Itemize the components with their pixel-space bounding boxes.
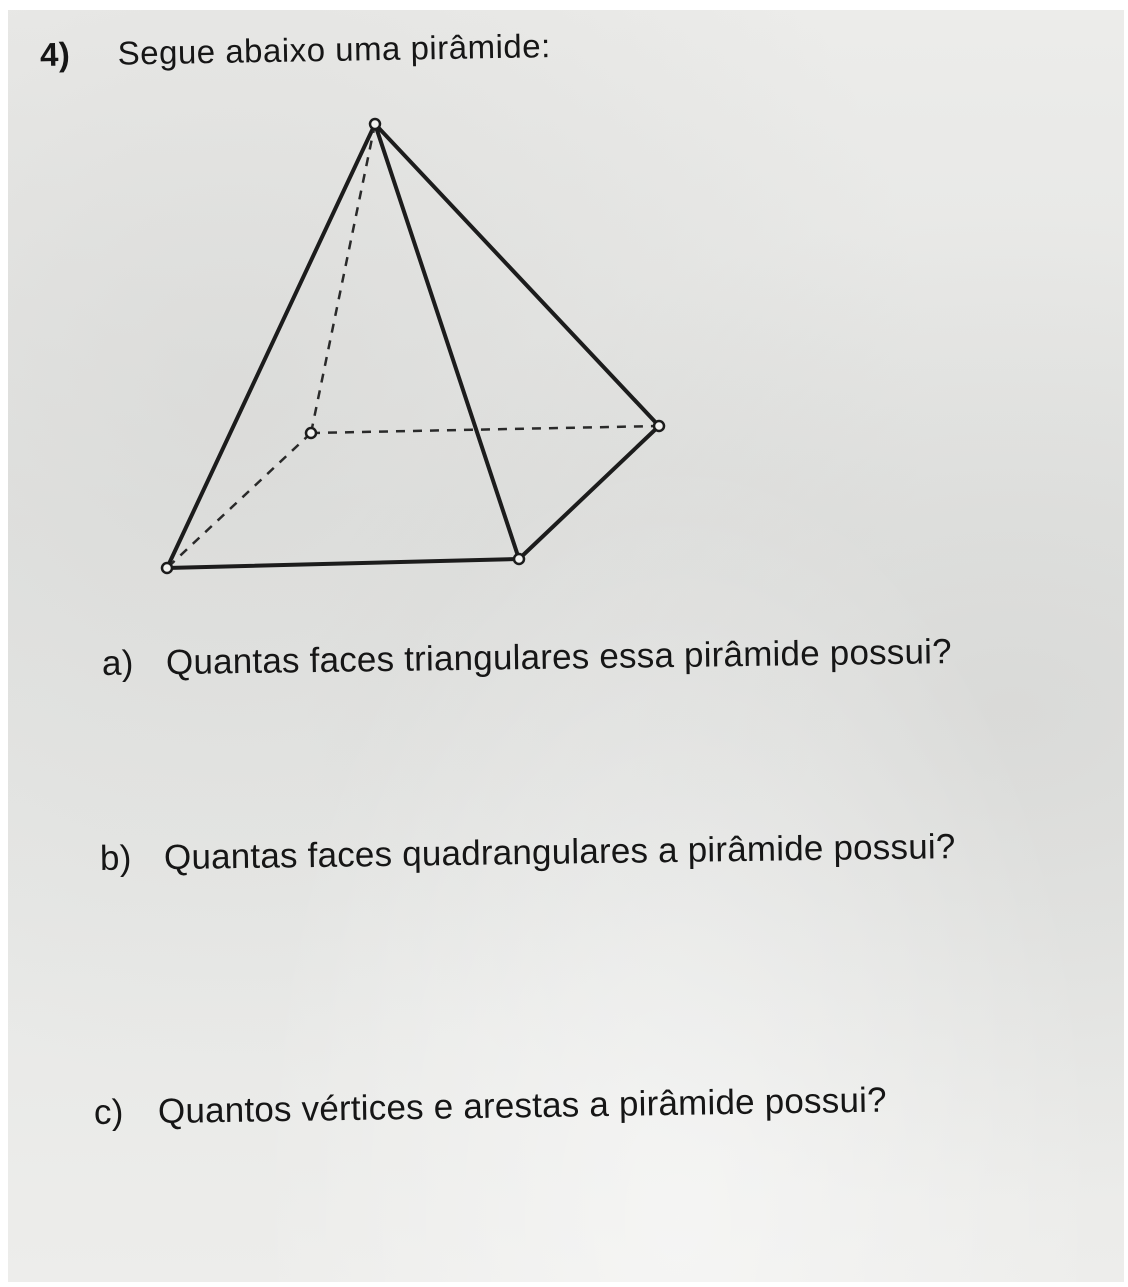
vertex-front-left bbox=[160, 561, 174, 575]
edge-base-right bbox=[517, 424, 661, 561]
edge-apex-back-right bbox=[373, 122, 661, 428]
square-pyramid-figure bbox=[160, 117, 666, 575]
vertex-back-left bbox=[304, 426, 318, 440]
edge-apex-front-right bbox=[373, 122, 521, 561]
hidden-edge-base-back bbox=[310, 424, 660, 435]
hidden-edge-apex-back-left bbox=[309, 123, 377, 434]
pyramid-hidden-edges bbox=[166, 123, 660, 569]
item-letter: a) bbox=[101, 643, 134, 683]
vertex-front-right bbox=[512, 552, 526, 566]
vertex-apex bbox=[368, 117, 382, 131]
pyramid-vertices bbox=[160, 117, 666, 575]
vertex-back-right bbox=[652, 419, 666, 433]
pyramid-visible-edges bbox=[165, 122, 661, 570]
hidden-edge-base-left bbox=[166, 432, 312, 569]
item-letter: c) bbox=[93, 1092, 124, 1132]
edge-apex-front-left bbox=[165, 122, 377, 570]
item-letter: b) bbox=[99, 838, 132, 878]
worksheet-page: 4) Segue abaixo uma pirâmide: a)Quantas … bbox=[8, 10, 1124, 1282]
edge-base-front bbox=[165, 557, 521, 570]
